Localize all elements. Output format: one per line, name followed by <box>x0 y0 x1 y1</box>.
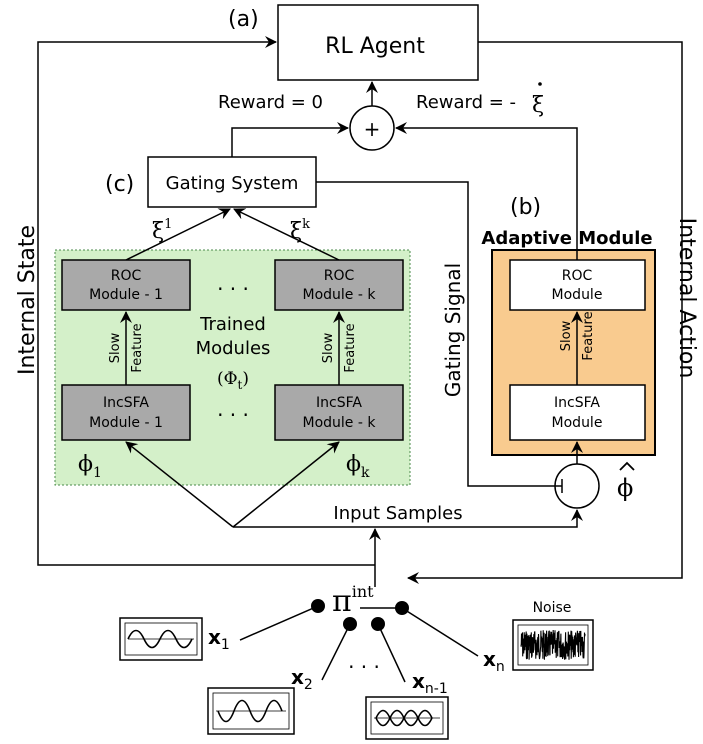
roc-dots: . . . <box>217 271 249 295</box>
phi-k-label: ϕk <box>346 452 370 481</box>
pi-int-label: πint <box>332 582 374 619</box>
adaptive-roc-line2: Module <box>552 287 603 303</box>
signal-thumb-xn1 <box>365 696 449 740</box>
incsfa-module-k-line2: Module - k <box>303 415 377 431</box>
incsfa-module-1-line1: IncSFA <box>103 395 149 411</box>
panel-c-label: (c) <box>105 172 134 197</box>
roc-module-1 <box>61 259 191 311</box>
roc-module-1-line1: ROC <box>111 268 142 284</box>
phi-1-label: ϕ1 <box>78 452 102 481</box>
xi-1-label: ξ1 <box>152 217 172 244</box>
xn-label: xn <box>483 647 505 675</box>
phi-hat-caret <box>619 461 635 471</box>
x-dots: . . . <box>348 649 380 673</box>
xi-dot-symbol: ξ <box>532 93 544 118</box>
trained-modules-line1: Trained <box>199 314 266 335</box>
big-phi-t-label: (Φt) <box>217 369 249 392</box>
roc-module-k-line1: ROC <box>324 268 355 284</box>
plus-sign: + <box>364 117 381 141</box>
roc-module-k-line2: Module - k <box>303 287 377 303</box>
input-dot-n <box>395 601 409 615</box>
x1-label: x1 <box>208 625 230 653</box>
internal-action-label: Internal Action <box>674 218 699 379</box>
incsfa-module-1-line2: Module - 1 <box>89 415 163 431</box>
phi-hat-label: ϕ <box>617 474 633 502</box>
incsfa-module-1 <box>61 384 191 441</box>
adaptive-incsfa-module <box>509 384 646 441</box>
input-samples-label: Input Samples <box>333 503 462 524</box>
x2-label: x2 <box>291 665 313 693</box>
incsfa-dots: . . . <box>217 397 249 421</box>
svg-text:Slow: Slow <box>108 332 123 363</box>
input-dot-1 <box>311 599 325 613</box>
signal-thumb-x1 <box>119 617 203 661</box>
gating-system-label: Gating System <box>166 173 299 194</box>
xi-k-label: ξk <box>290 217 310 244</box>
connectors <box>37 36 683 683</box>
reward-neg-label: Reward = - <box>416 92 516 113</box>
adaptive-roc-module <box>509 259 646 311</box>
input-dot-2 <box>343 617 357 631</box>
xn1-label: xn-1 <box>412 669 448 697</box>
gating-system-box <box>147 156 317 208</box>
rl-agent-label: RL Agent <box>325 34 425 59</box>
rl-agent-box <box>277 4 479 81</box>
incsfa-module-k <box>274 384 404 441</box>
svg-text:Feature: Feature <box>130 323 145 372</box>
svg-text:Slow: Slow <box>559 320 574 351</box>
adaptive-module-title: Adaptive Module <box>481 228 652 249</box>
roc-module-k <box>274 259 404 311</box>
svg-text:Feature: Feature <box>581 311 596 360</box>
svg-text:Feature: Feature <box>343 323 358 372</box>
trained-modules-line2: Modules <box>196 338 271 359</box>
slow-feature-label-adaptive: Slow Feature <box>559 311 596 360</box>
reward-zero-label: Reward = 0 <box>218 92 323 113</box>
input-dot-n1 <box>371 617 385 631</box>
slow-feature-label-1: Slow Feature <box>108 323 145 372</box>
gating-signal-label: Gating Signal <box>441 263 465 397</box>
panel-b-label: (b) <box>510 195 541 220</box>
adaptive-incsfa-line1: IncSFA <box>554 395 600 411</box>
signal-thumb-noise <box>512 619 594 671</box>
panel-a-label: (a) <box>228 7 259 32</box>
adaptive-roc-line1: ROC <box>562 268 593 284</box>
slow-feature-label-k: Slow Feature <box>321 323 358 372</box>
adaptive-incsfa-line2: Module <box>552 415 603 431</box>
incsfa-module-k-line1: IncSFA <box>316 395 362 411</box>
roc-module-1-line2: Module - 1 <box>89 287 163 303</box>
svg-text:Slow: Slow <box>321 332 336 363</box>
signal-thumb-x2 <box>207 687 295 735</box>
xi-dot-mark <box>538 82 542 86</box>
internal-state-label: Internal State <box>15 225 40 375</box>
noise-label: Noise <box>533 600 572 616</box>
